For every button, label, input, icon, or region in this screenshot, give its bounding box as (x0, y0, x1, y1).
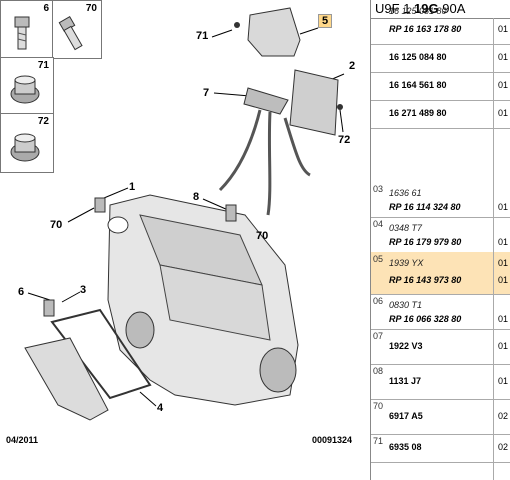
fastener-box-70: 70 (52, 0, 102, 59)
diagram-date: 04/2011 (6, 435, 39, 445)
part-quantity: 01 (497, 80, 508, 90)
callout-2[interactable]: 2 (349, 60, 356, 72)
part-number: 1131 J7 (389, 375, 422, 386)
bolt-icon (58, 15, 83, 51)
part-number: 1939 YX (389, 258, 424, 268)
diagram-reference: 00091324 (312, 435, 353, 445)
parts-row[interactable]: 05 1939 YX 01 RP 16 143 973 80 01 (371, 252, 510, 295)
part-number: RP 16 179 979 80 (389, 236, 462, 247)
part-number: 1922 V3 (389, 340, 423, 351)
part-quantity: 02 (497, 442, 508, 452)
row-position: 05 (373, 254, 384, 264)
part-quantity: 02 (497, 410, 508, 421)
row-position: 03 (373, 184, 384, 194)
callout-3[interactable]: 3 (80, 284, 87, 296)
callout-71[interactable]: 71 (196, 30, 209, 42)
row-position: 04 (373, 219, 384, 229)
parts-row[interactable]: 08 1131 J7 01 (371, 364, 510, 400)
row-position: 06 (373, 296, 384, 306)
header-code-3: 19G (414, 1, 439, 16)
part-number: 16 125 081 80 (389, 6, 447, 16)
callout-6[interactable]: 6 (18, 286, 25, 298)
part-number: RP 16 143 973 80 (389, 275, 462, 285)
fastener-box-71: 71 (0, 57, 54, 115)
parts-diagram: 6 70 71 72 (0, 0, 371, 480)
part-number: 0830 T1 (389, 300, 423, 310)
part-quantity: 01 (497, 313, 508, 324)
callout-72[interactable]: 72 (338, 134, 351, 146)
row-position: 07 (373, 331, 384, 341)
part-quantity: 01 (497, 201, 508, 212)
part-quantity: 01 (497, 340, 508, 351)
parts-list-panel: U9F 1 19G 90A 16 125 081 80 RP 16 163 178… (371, 0, 510, 480)
parts-row[interactable]: 16 125 084 80 01 (371, 44, 510, 73)
parts-row[interactable]: 03 1636 61 RP 16 114 324 80 01 (371, 182, 510, 218)
header-code-2: 1 (403, 1, 411, 16)
fastener-box-label: 71 (37, 60, 49, 71)
parts-row[interactable]: 16 271 489 80 01 (371, 100, 510, 129)
part-quantity: 01 (497, 24, 508, 34)
part-quantity: 01 (497, 236, 508, 247)
part-quantity: 01 (497, 258, 508, 268)
column-divider (493, 18, 494, 480)
part-quantity: 01 (497, 275, 508, 285)
engine-illustration (24, 7, 345, 421)
row-position: 71 (373, 436, 384, 446)
bolt-icon (14, 16, 30, 50)
fastener-box-label: 70 (85, 3, 97, 14)
parts-row[interactable]: 04 0348 T7 RP 16 179 979 80 01 (371, 217, 510, 253)
part-quantity: 01 (497, 52, 508, 62)
part-number: RP 16 114 324 80 (389, 201, 461, 212)
callout-4[interactable]: 4 (157, 402, 164, 414)
parts-row[interactable]: 70 6917 A5 02 (371, 399, 510, 435)
callout-70[interactable]: 70 (50, 219, 63, 231)
panel-header: U9F 1 19G 90A (371, 0, 510, 19)
callout-7[interactable]: 7 (203, 87, 210, 99)
part-number: 0348 T7 (389, 223, 423, 233)
parts-row[interactable]: 07 1922 V3 01 (371, 329, 510, 365)
callout-1[interactable]: 1 (129, 181, 136, 193)
parts-row[interactable]: 06 0830 T1 RP 16 066 328 80 01 (371, 294, 510, 330)
fastener-box-6: 6 (0, 0, 54, 59)
row-position: 08 (373, 366, 384, 376)
part-number: 16 271 489 80 (389, 108, 447, 118)
part-number: 16 164 561 80 (389, 80, 447, 90)
header-code-4: 90A (442, 1, 466, 16)
parts-row[interactable]: 71 6935 08 02 (371, 434, 510, 463)
callout-8[interactable]: 8 (193, 191, 200, 203)
fastener-box-label: 6 (43, 3, 49, 14)
part-number: 1636 61 (389, 188, 422, 198)
part-number: RP 16 066 328 80 (389, 313, 462, 324)
fastener-box-label: 72 (37, 116, 49, 127)
part-number: RP 16 163 178 80 (389, 24, 462, 34)
nut-icon (10, 75, 40, 104)
nut-icon (10, 133, 40, 162)
parts-row[interactable]: 16 164 561 80 01 (371, 72, 510, 101)
row-position: 70 (373, 401, 384, 411)
part-quantity: 01 (497, 375, 508, 386)
fastener-box-72: 72 (0, 113, 54, 173)
callout-70[interactable]: 70 (256, 230, 269, 242)
part-number: 6935 08 (389, 442, 422, 452)
part-number: 6917 A5 (389, 410, 423, 421)
part-number: 16 125 084 80 (389, 52, 447, 62)
callout-5[interactable]: 5 (318, 14, 333, 28)
header-code-1: U9F (375, 1, 400, 16)
part-quantity: 01 (497, 108, 508, 118)
parts-row[interactable]: 16 125 081 80 RP 16 163 178 80 01 (371, 0, 510, 45)
